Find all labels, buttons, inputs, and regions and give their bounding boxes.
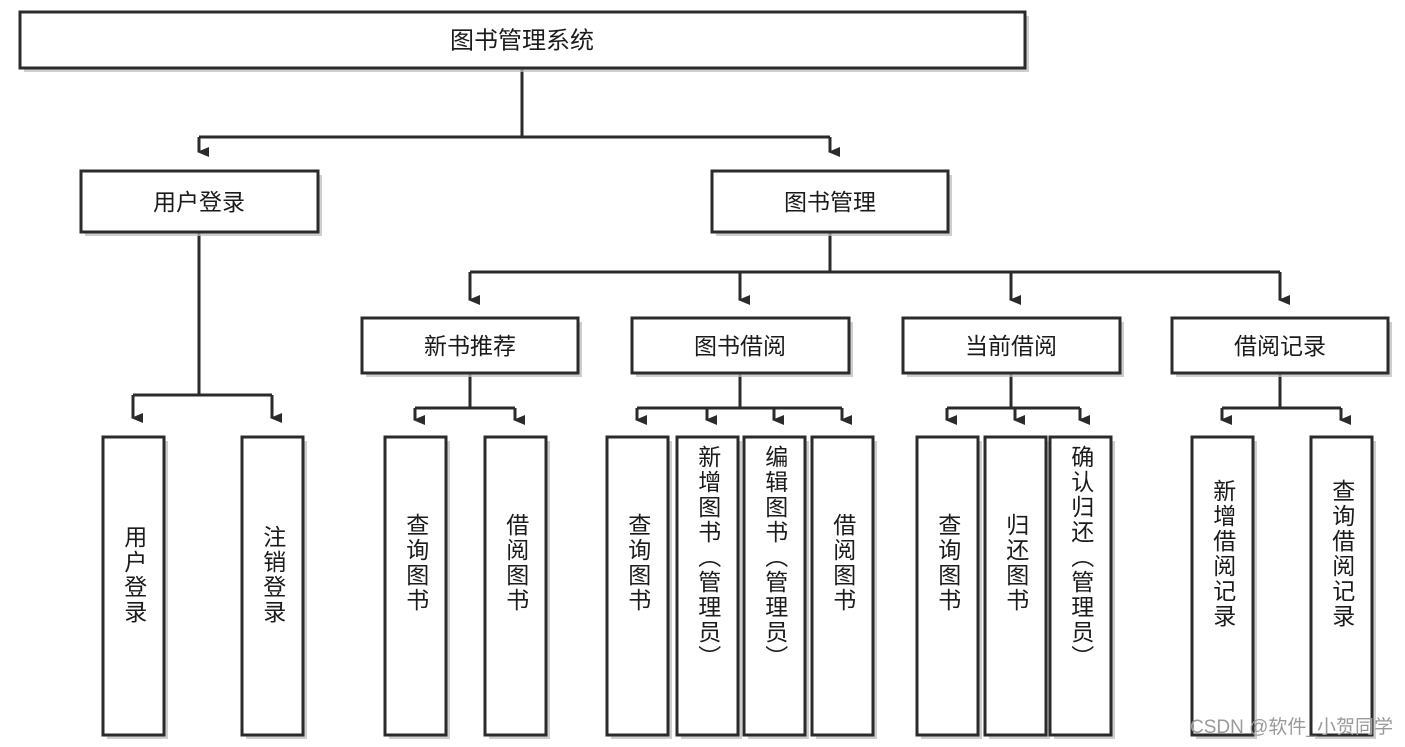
leaf-add-borrow-record[interactable] xyxy=(1190,435,1257,739)
node-book-borrow[interactable]: 图书借阅 xyxy=(630,316,853,377)
leaf-confirm-return-admin[interactable] xyxy=(1048,435,1115,739)
node-user-login-label: 用户登录 xyxy=(153,189,245,215)
leaf-edit-book-admin[interactable] xyxy=(742,435,809,739)
node-book-management[interactable]: 图书管理 xyxy=(710,169,952,236)
leaf-logout-login-box xyxy=(240,435,305,737)
node-current-borrow[interactable]: 当前借阅 xyxy=(901,316,1124,377)
node-borrow-records-label: 借阅记录 xyxy=(1234,333,1326,359)
node-root[interactable]: 图书管理系统 xyxy=(18,10,1029,72)
leaf-return-book-box xyxy=(983,435,1048,737)
leaf-borrow-book-box xyxy=(810,435,875,737)
leaf-query-book-borrow-box xyxy=(605,435,670,737)
leaf-borrow-book-recommend[interactable] xyxy=(483,435,550,739)
connector-layer xyxy=(131,68,1351,425)
node-root-label: 图书管理系统 xyxy=(450,28,594,55)
leaf-add-book-admin[interactable] xyxy=(675,435,742,739)
leaf-add-borrow-record-box xyxy=(1190,435,1255,737)
node-borrow-records-box xyxy=(1170,316,1390,375)
node-current-borrow-label: 当前借阅 xyxy=(965,333,1057,359)
leaf-query-book-recommend[interactable] xyxy=(383,435,450,739)
leaf-user-login[interactable] xyxy=(101,435,168,739)
node-new-book-recommend-box xyxy=(360,316,580,375)
leaf-logout-login[interactable] xyxy=(240,435,307,739)
leaf-edit-book-admin-box xyxy=(742,435,807,737)
leaf-return-book[interactable] xyxy=(983,435,1050,739)
leaf-query-book-borrow[interactable] xyxy=(605,435,672,739)
node-book-borrow-label: 图书借阅 xyxy=(694,333,786,359)
node-root-box xyxy=(18,10,1027,70)
leaf-user-login-box xyxy=(101,435,166,737)
leaf-confirm-return-admin-box xyxy=(1048,435,1113,737)
node-user-login[interactable]: 用户登录 xyxy=(79,169,322,236)
leaf-query-borrow-record-box xyxy=(1309,435,1374,737)
leaf-add-book-admin-box xyxy=(675,435,740,737)
leaf-query-book-current-box xyxy=(915,435,980,737)
leaf-borrow-book[interactable] xyxy=(810,435,877,739)
leaf-boxes-layer xyxy=(101,435,1376,739)
csdn-watermark: CSDN @软件_小贺同学 xyxy=(1190,717,1393,738)
node-user-login-box xyxy=(79,169,320,234)
leaf-borrow-book-recommend-box xyxy=(483,435,548,737)
leaf-query-borrow-record[interactable] xyxy=(1309,435,1376,739)
leaf-query-book-recommend-box xyxy=(383,435,448,737)
node-new-book-recommend[interactable]: 新书推荐 xyxy=(360,316,582,377)
leaf-query-book-current[interactable] xyxy=(915,435,982,739)
node-book-borrow-box xyxy=(630,316,851,375)
node-new-book-recommend-label: 新书推荐 xyxy=(424,333,516,359)
node-current-borrow-box xyxy=(901,316,1122,375)
node-book-management-box xyxy=(710,169,950,234)
node-borrow-records[interactable]: 借阅记录 xyxy=(1170,316,1392,377)
node-book-management-label: 图书管理 xyxy=(784,189,876,215)
